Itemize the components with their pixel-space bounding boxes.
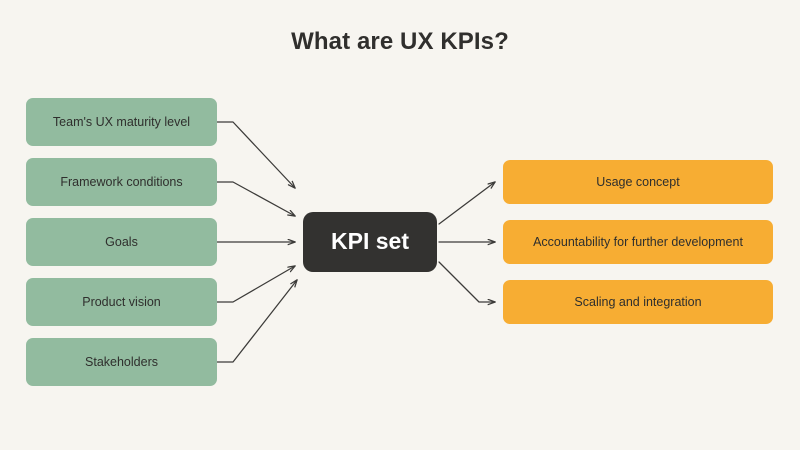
input-node-label: Team's UX maturity level <box>52 114 191 129</box>
center-node-label: KPI set <box>331 228 409 255</box>
output-node-accountability-for-further-development[interactable]: Accountability for further development <box>503 220 773 264</box>
output-node-label: Accountability for further development <box>533 234 743 249</box>
input-node-stakeholders[interactable]: Stakeholders <box>26 338 217 386</box>
output-node-scaling-and-integration[interactable]: Scaling and integration <box>503 280 773 324</box>
connector-out-2 <box>438 261 495 302</box>
output-node-label: Usage concept <box>596 174 680 189</box>
connector-in-4 <box>216 280 297 363</box>
page-title: What are UX KPIs? <box>291 28 509 55</box>
connector-out-0 <box>438 182 495 225</box>
input-node-product-vision[interactable]: Product vision <box>26 278 217 326</box>
input-node-team-ux-maturity-level[interactable]: Team's UX maturity level <box>26 98 217 146</box>
input-node-label: Goals <box>105 234 138 249</box>
output-node-label: Scaling and integration <box>574 294 702 309</box>
input-node-label: Framework conditions <box>60 174 183 189</box>
connector-in-3 <box>216 266 295 303</box>
input-node-goals[interactable]: Goals <box>26 218 217 266</box>
connector-in-0 <box>216 121 295 188</box>
output-node-usage-concept[interactable]: Usage concept <box>503 160 773 204</box>
connector-in-1 <box>216 181 295 216</box>
input-node-framework-conditions[interactable]: Framework conditions <box>26 158 217 206</box>
center-node-kpi-set[interactable]: KPI set <box>303 212 437 272</box>
input-node-label: Stakeholders <box>85 354 158 369</box>
input-node-label: Product vision <box>82 294 161 309</box>
